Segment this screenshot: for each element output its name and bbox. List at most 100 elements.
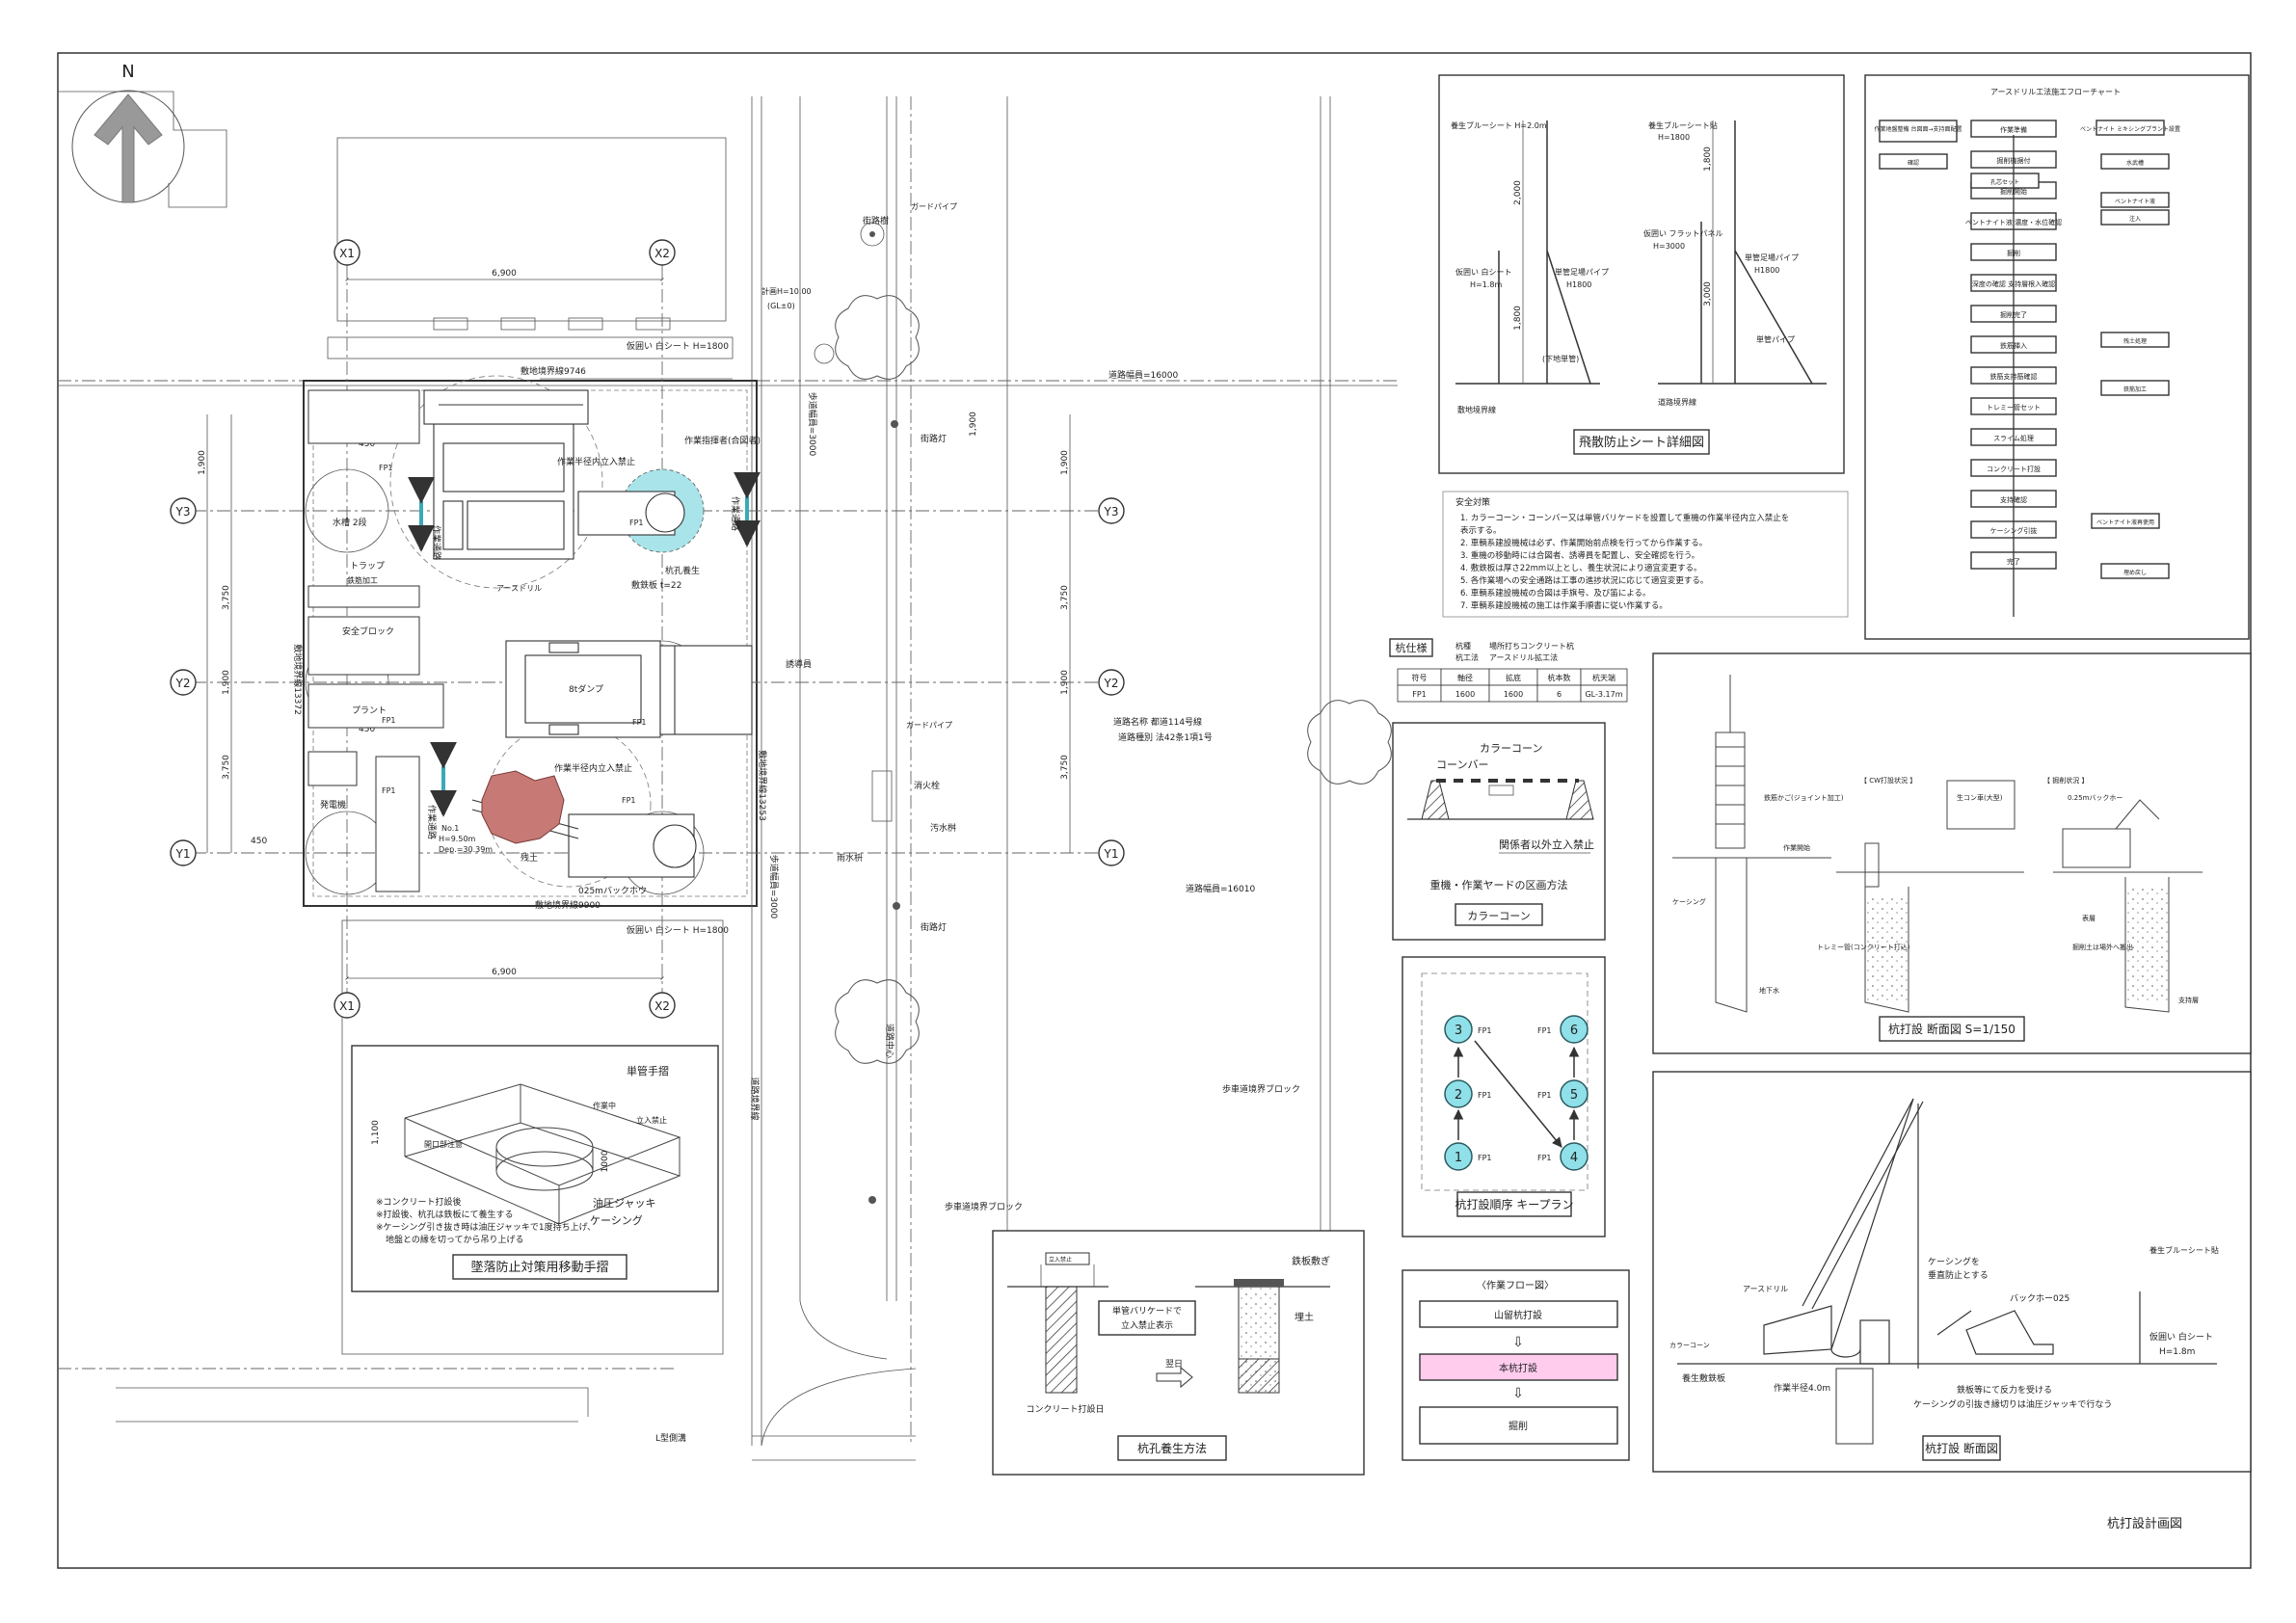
sequence-node-label: 1 (1455, 1151, 1462, 1165)
svg-text:※ケーシング引き抜き時は油圧ジャッキで1度持ち上げ、: ※ケーシング引き抜き時は油圧ジャッキで1度持ち上げ、 (376, 1221, 596, 1233)
flow-side-step (2100, 192, 2170, 208)
svg-text:H1800: H1800 (1754, 266, 1779, 275)
earth-drill-machine (423, 389, 685, 560)
svg-text:立入禁止: 立入禁止 (636, 1115, 667, 1125)
flow-side-step-label: 水武槽 (2126, 159, 2144, 167)
svg-text:汚水桝: 汚水桝 (930, 822, 956, 834)
pile-circle-fp1-tl (305, 468, 389, 553)
safety-item: 1. カラーコーン・コーンバー又は単管バリケードを設置して重機の作業半径内立入禁… (1460, 513, 1789, 523)
svg-text:鉄筋かご(ジョイント加工): 鉄筋かご(ジョイント加工) (1764, 793, 1844, 802)
svg-text:杭種: 杭種 (1455, 641, 1471, 651)
grid-bubble-y1-right: Y1 (1098, 839, 1125, 866)
svg-text:X2: X2 (654, 247, 670, 260)
grid-bubble-y1-left: Y1 (170, 839, 197, 866)
svg-text:H=1.8m: H=1.8m (1470, 280, 1502, 289)
spec-cell-text: 1600 (1455, 690, 1475, 699)
spec-cell-text: FP1 (1412, 690, 1427, 699)
svg-text:単管パイプ: 単管パイプ (1756, 334, 1795, 344)
cone-panel: カラーコーン コーンバー 関係者以外立入禁止 重機・作業ヤードの区画方法 カラー… (1392, 722, 1606, 941)
svg-text:道路中心: 道路中心 (884, 1024, 895, 1058)
svg-text:Y2: Y2 (175, 677, 191, 690)
svg-text:鉄板敷ぎ: 鉄板敷ぎ (1292, 1255, 1330, 1267)
safety-item: 5. 各作業場への安全通路は工事の進捗状況に応じて適宜変更する。 (1460, 575, 1708, 586)
svg-text:歩道幅員=3000: 歩道幅員=3000 (807, 392, 818, 457)
safety-item: 3. 重機の移動時には合図者、誘導員を配置し、安全確認を行う。 (1460, 550, 1699, 561)
svg-text:仮囲い 白シート: 仮囲い 白シート (2149, 1331, 2213, 1343)
flow-side-step-label: 作業地盤整備 台図面→支持面配置 (1875, 125, 1962, 133)
svg-text:仮囲い 白シート H=1800: 仮囲い 白シート H=1800 (627, 340, 729, 352)
svg-text:FP1: FP1 (622, 796, 636, 805)
svg-text:作業指揮者(合図者): 作業指揮者(合図者) (684, 435, 761, 446)
spec-cell-text: 杭天端 (1592, 673, 1615, 682)
sequence-node (1444, 1015, 1473, 1044)
flow-step-3: 掘削 (1508, 1420, 1528, 1432)
sequence-node (1444, 1079, 1473, 1108)
svg-text:敷地境界線13253: 敷地境界線13253 (757, 750, 768, 821)
neighbor-building-top (336, 137, 727, 322)
svg-text:街路灯: 街路灯 (921, 433, 947, 444)
svg-text:【 掘削状況 】: 【 掘削状況 】 (2043, 776, 2088, 785)
svg-text:Y1: Y1 (1104, 847, 1119, 861)
svg-text:街路灯: 街路灯 (921, 921, 947, 933)
flow-side-step (2100, 380, 2170, 396)
svg-text:道路名称 都道114号線: 道路名称 都道114号線 (1113, 716, 1202, 728)
hole-guard-title: 杭孔養生方法 (1137, 1441, 1207, 1455)
rail-drawing (404, 1083, 681, 1225)
svg-text:作業通路: 作業通路 (730, 496, 741, 531)
sequence-node (1560, 1142, 1589, 1171)
svg-text:ケーシングの引抜き縁切りは油圧ジャッキで行なう: ケーシングの引抜き縁切りは油圧ジャッキで行なう (1913, 1398, 2112, 1410)
svg-text:場所打ちコンクリート杭: 場所打ちコンクリート杭 (1489, 641, 1574, 651)
svg-text:道路種別 法42条1項1号: 道路種別 法42条1項1号 (1118, 732, 1213, 743)
sheet-detail-title: 飛散防止シート詳細図 (1579, 435, 1704, 450)
drawing-title: 杭打設計画図 (2107, 1516, 2182, 1531)
sequence-node-tag: FP1 (1537, 1091, 1552, 1100)
flow-side-step-label: 鉄筋加工 (2123, 386, 2147, 393)
svg-text:埋土: 埋土 (1295, 1311, 1314, 1323)
svg-text:作業中: 作業中 (593, 1101, 616, 1110)
svg-text:L型側溝: L型側溝 (655, 1432, 686, 1444)
svg-text:トレミー管(コンクリート打込): トレミー管(コンクリート打込) (1817, 943, 1910, 951)
svg-text:誘導員: 誘導員 (786, 658, 812, 670)
svg-text:油圧ジャッキ: 油圧ジャッキ (593, 1196, 655, 1210)
svg-text:掘削土は場外へ搬出: 掘削土は場外へ搬出 (2072, 943, 2133, 951)
svg-text:FP1: FP1 (382, 716, 396, 725)
svg-text:作業半径内立入禁止: 作業半径内立入禁止 (554, 762, 632, 774)
svg-text:作業半径内立入禁止: 作業半径内立入禁止 (557, 456, 635, 467)
svg-text:作業半径4.0m: 作業半径4.0m (1774, 1382, 1830, 1394)
svg-text:H=3000: H=3000 (1653, 242, 1685, 251)
safety-item: 2. 車輌系建設機械は必ず、作業開始前点検を行ってから作業する。 (1460, 538, 1707, 548)
safety-item: 表示する。 (1460, 525, 1502, 536)
svg-text:1,900: 1,900 (969, 412, 978, 437)
sequence-node-label: 6 (1570, 1024, 1578, 1038)
svg-text:Y3: Y3 (1104, 505, 1119, 519)
svg-text:残土: 残土 (521, 852, 538, 864)
stockpile-box (871, 770, 893, 822)
svg-text:3,750: 3,750 (222, 585, 231, 610)
svg-text:8tダンプ: 8tダンプ (569, 683, 603, 695)
svg-text:1000: 1000 (601, 1150, 610, 1172)
flow-side-step-label: 孔芯セット (1990, 178, 2019, 186)
svg-text:歩車道境界ブロック: 歩車道境界ブロック (945, 1201, 1023, 1212)
pile-elevation-panel: アースドリル ケーシングを 垂直防止とする バックホー025 カラーコーン 養生… (1652, 1071, 2252, 1473)
svg-text:養生ブルーシート H=2.0m: 養生ブルーシート H=2.0m (1451, 120, 1547, 130)
sequence-node-label: 3 (1455, 1024, 1462, 1038)
spec-cell-text: GL-3.17m (1585, 690, 1622, 699)
svg-text:⇩: ⇩ (1512, 1386, 1524, 1401)
dim-x-top: 6,900 (492, 269, 517, 279)
hole-guard-panel: 単管バリケードで 立入禁止表示 立入禁止 コンクリート打設日 鉄板敷ぎ 埋土 翌… (992, 1230, 1365, 1476)
flow-side-step-label: 確認 (1908, 159, 1919, 167)
svg-text:1,800: 1,800 (1703, 146, 1713, 172)
grid-bubble-y3-left: Y3 (170, 497, 197, 524)
site-boundary (303, 380, 758, 907)
flow-side-step (2100, 209, 2170, 226)
flow-title: アースドリル工法施工フローチャート (1990, 87, 2121, 96)
sequence-node-label: 2 (1455, 1088, 1462, 1103)
work-radius-top (389, 375, 603, 589)
svg-text:街路樹: 街路樹 (863, 215, 889, 226)
work-radius-bottom (486, 722, 652, 888)
svg-text:養生ブルーシート貼: 養生ブルーシート貼 (1648, 120, 1718, 130)
svg-text:立入禁止表示: 立入禁止表示 (1121, 1319, 1173, 1331)
safety-notes: 安全対策 1. カラーコーン・コーンバー又は単管バリケードを設置して重機の作業半… (1442, 491, 1849, 618)
north-label: N (121, 62, 134, 82)
